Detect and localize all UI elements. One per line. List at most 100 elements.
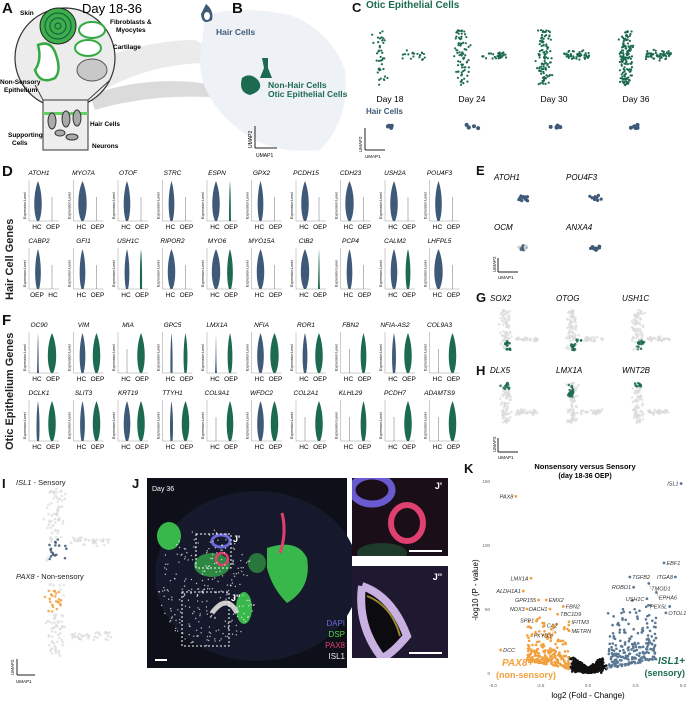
oep-point bbox=[544, 53, 547, 56]
cell-point bbox=[106, 541, 110, 544]
volcano-point-sensory bbox=[611, 653, 614, 656]
isl1-dot bbox=[206, 610, 208, 612]
oep-point bbox=[380, 36, 383, 39]
cell-point bbox=[566, 344, 570, 348]
cell-point bbox=[499, 403, 503, 406]
cell-point bbox=[631, 400, 635, 404]
cell-point bbox=[657, 409, 661, 412]
gene-label: COL9A3 bbox=[427, 322, 452, 329]
cell-point bbox=[109, 635, 113, 639]
cell-point bbox=[501, 393, 504, 396]
isl1-dot bbox=[239, 583, 241, 586]
isl1-dot bbox=[206, 587, 209, 590]
oep-point bbox=[463, 30, 466, 33]
cell-point bbox=[506, 390, 510, 394]
violin-oep bbox=[226, 401, 234, 441]
oep-point bbox=[565, 52, 568, 55]
oep-point bbox=[460, 54, 463, 57]
gene-label: FXYD3 bbox=[534, 634, 553, 640]
oep-point bbox=[382, 67, 385, 71]
volcano-point-nonsensory bbox=[566, 627, 569, 631]
group-label: HC bbox=[210, 224, 220, 231]
cell-point bbox=[572, 348, 576, 351]
cell-point bbox=[47, 519, 51, 522]
g-umap bbox=[630, 308, 671, 351]
group-label: OEP bbox=[358, 376, 372, 383]
isl1-dot bbox=[164, 612, 166, 615]
volcano-point-sensory bbox=[607, 647, 611, 651]
cell-point bbox=[78, 637, 81, 641]
oep-point bbox=[544, 66, 547, 69]
panel-j-image: Day 36 J' J'' DAPI DSP PAX8 ISL1 bbox=[147, 478, 352, 668]
y-axis-label: Expression Level bbox=[246, 192, 250, 219]
cell-point bbox=[49, 555, 53, 558]
y-axis-label: Expression Level bbox=[335, 344, 339, 371]
volcano-point-sensory bbox=[613, 637, 617, 641]
oep-point bbox=[469, 44, 472, 47]
oep-point bbox=[542, 51, 545, 54]
labeled-point bbox=[645, 597, 649, 601]
violin-hc bbox=[79, 333, 86, 373]
cell-point bbox=[572, 381, 576, 385]
oep-point bbox=[648, 52, 651, 55]
oep-point bbox=[619, 50, 622, 54]
volcano-point-nonsensory bbox=[527, 620, 531, 623]
volcano-point bbox=[572, 661, 576, 665]
cell-point bbox=[47, 635, 51, 638]
volcano-point-sensory bbox=[654, 636, 658, 640]
oep-point bbox=[630, 66, 634, 69]
isl1-dot bbox=[231, 582, 234, 584]
isl1-dot bbox=[197, 600, 199, 602]
y-axis-label: Expression Level bbox=[379, 192, 383, 219]
cell-point bbox=[503, 390, 507, 393]
i-pax8-suffix: - Non-sensory bbox=[34, 572, 84, 581]
i-isl1-suffix: - Sensory bbox=[31, 478, 66, 487]
oep-point bbox=[467, 58, 470, 62]
group-label: OEP bbox=[269, 224, 283, 231]
oep-point bbox=[548, 73, 552, 77]
volcano-point bbox=[571, 656, 575, 660]
oep-point bbox=[383, 75, 387, 78]
volcano-point-sensory bbox=[627, 646, 630, 649]
isl1-dot bbox=[220, 590, 222, 592]
c-day-label: Day 36 bbox=[623, 94, 650, 104]
cell-point bbox=[47, 643, 51, 647]
hc-point bbox=[471, 124, 476, 129]
panel-label-d: D bbox=[2, 163, 13, 180]
cell-point bbox=[55, 496, 59, 500]
volcano-point-nonsensory bbox=[537, 652, 541, 655]
y-tick: 100 bbox=[482, 543, 490, 548]
cell-point bbox=[82, 542, 85, 546]
gene-label: POU4F3 bbox=[427, 170, 453, 177]
gene-label: IFITM3 bbox=[572, 620, 590, 626]
cell-point bbox=[596, 335, 599, 339]
isl1-dot bbox=[215, 630, 217, 632]
cell-point bbox=[50, 594, 54, 597]
oep-point bbox=[416, 52, 419, 55]
violin-hc bbox=[79, 249, 86, 289]
a-support-label: Supporting bbox=[8, 132, 43, 139]
cell-point bbox=[570, 316, 574, 320]
group-label: HC bbox=[344, 376, 354, 383]
oep-point bbox=[543, 30, 546, 34]
cell-point bbox=[44, 621, 48, 625]
volcano-point bbox=[593, 667, 597, 671]
panel-label-h: H bbox=[476, 363, 486, 378]
isl1-dot bbox=[171, 616, 173, 618]
oep-point bbox=[455, 70, 458, 73]
cell-point bbox=[569, 399, 573, 402]
oep-point bbox=[644, 57, 648, 61]
oep-point bbox=[459, 83, 463, 86]
cell-point bbox=[49, 535, 52, 539]
oep-point bbox=[382, 41, 385, 45]
isl1-dot bbox=[220, 558, 223, 561]
volcano-point-nonsensory bbox=[527, 649, 530, 653]
cell-point bbox=[42, 517, 46, 521]
cell-point bbox=[507, 318, 510, 322]
cell-point bbox=[575, 411, 579, 415]
isl1-dot bbox=[233, 597, 235, 599]
gene-label: METRN bbox=[572, 629, 592, 635]
cell-point bbox=[632, 348, 635, 351]
oep-point bbox=[567, 55, 570, 58]
cell-point bbox=[575, 339, 579, 343]
